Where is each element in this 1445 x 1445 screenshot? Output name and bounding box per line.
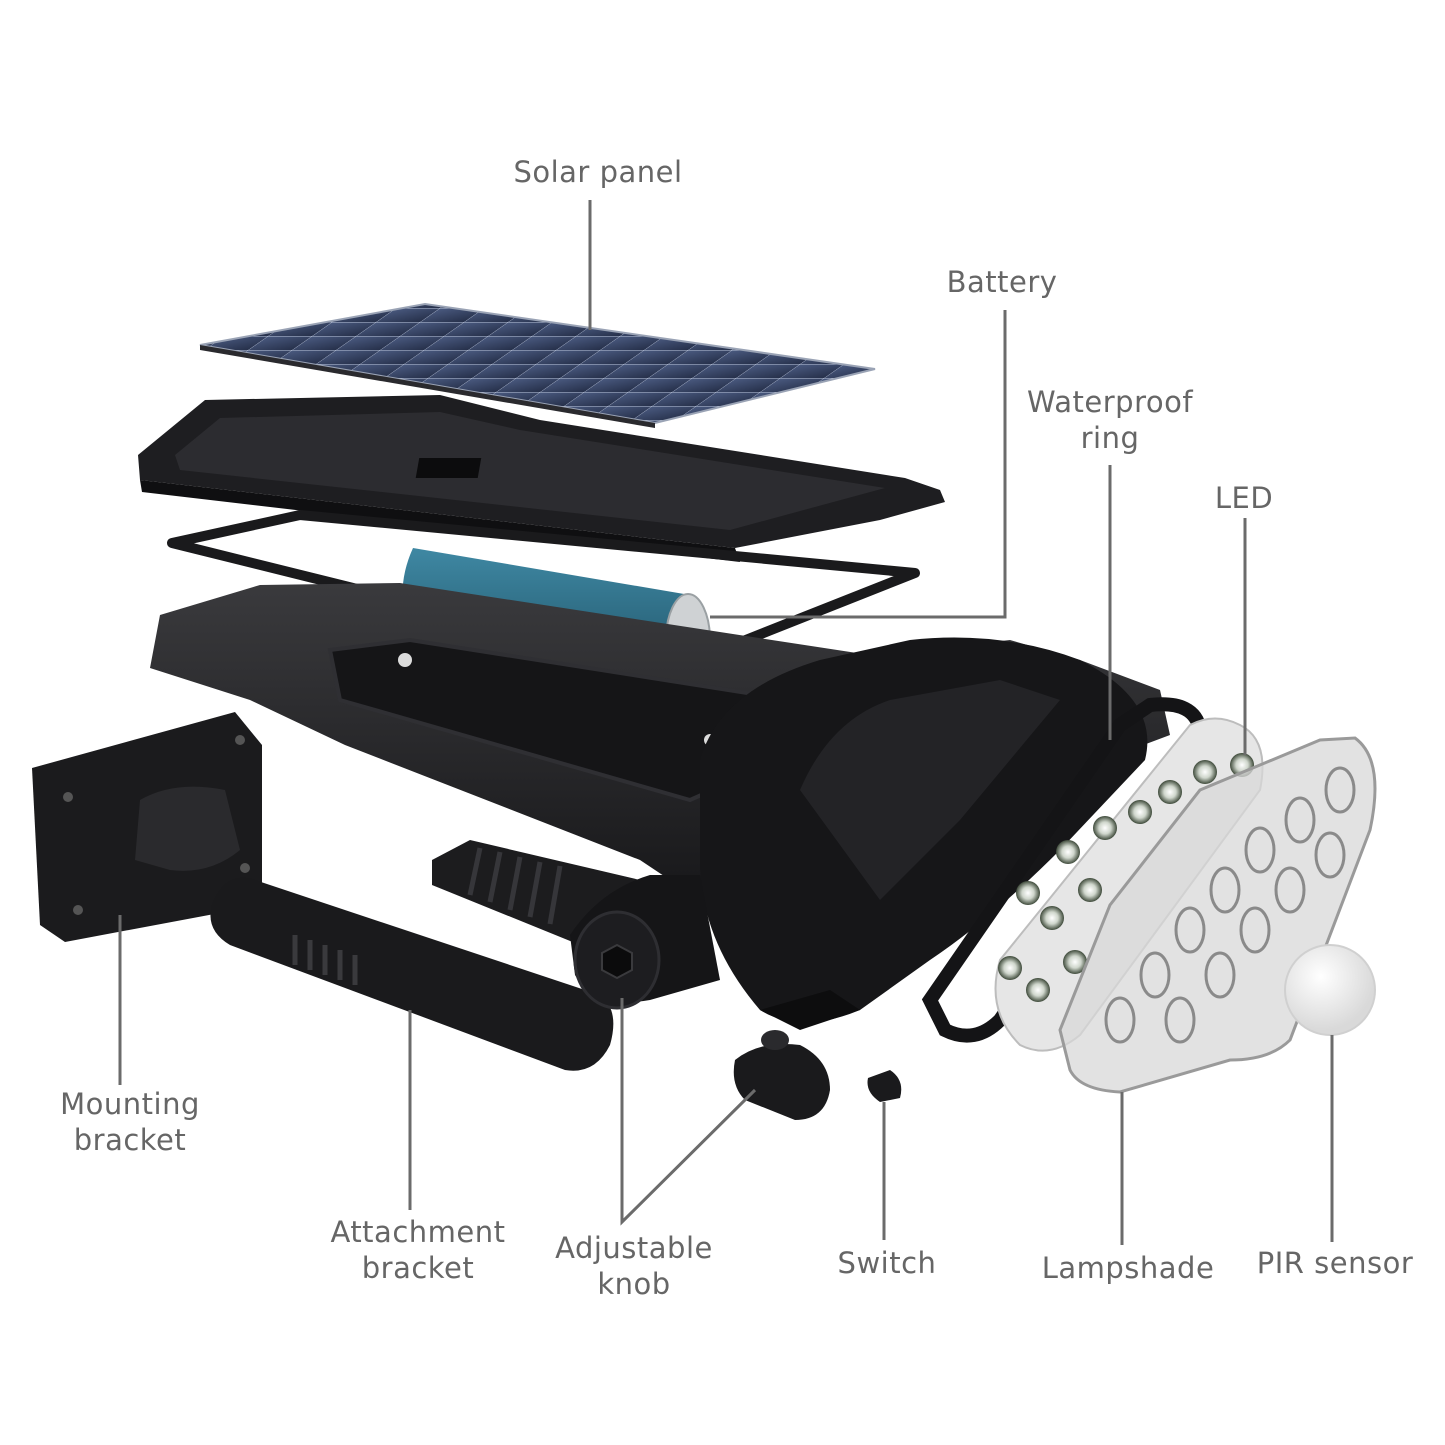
label-battery: Battery	[920, 264, 1084, 300]
label-lampshade-text: Lampshade	[1041, 1251, 1215, 1285]
switch-part	[867, 1070, 902, 1102]
label-mounting-bracket: Mounting bracket	[40, 1086, 220, 1158]
label-waterproof-ring-line2: ring	[1080, 421, 1140, 455]
label-switch-text: Switch	[837, 1246, 937, 1280]
label-attachment-bracket-line2: bracket	[361, 1251, 475, 1285]
leader-battery	[710, 310, 1007, 619]
label-adjustable-knob-line2: knob	[597, 1267, 671, 1301]
pir-sensor-dome	[1284, 944, 1376, 1036]
label-attachment-bracket: Attachment bracket	[315, 1214, 521, 1286]
label-pir-sensor-text: PIR sensor	[1256, 1246, 1414, 1280]
label-solar-panel-text: Solar panel	[513, 155, 683, 189]
lamp-head	[700, 637, 1148, 1030]
mounting-bracket-part	[32, 712, 262, 942]
threaded-rod	[432, 840, 720, 1010]
label-switch: Switch	[820, 1245, 954, 1281]
leader-adjustable-knob	[620, 998, 757, 1226]
label-adjustable-knob-line1: Adjustable	[555, 1231, 713, 1265]
label-solar-panel: Solar panel	[480, 154, 716, 190]
label-battery-text: Battery	[946, 265, 1058, 299]
waterproof-ring	[921, 697, 1208, 1043]
label-mounting-bracket-line2: bracket	[73, 1123, 187, 1157]
label-waterproof-ring-line1: Waterproof	[1026, 385, 1194, 419]
solar-panel	[199, 302, 876, 428]
label-waterproof-ring: Waterproof ring	[1010, 384, 1210, 456]
label-lampshade: Lampshade	[1030, 1250, 1226, 1286]
label-attachment-bracket-line1: Attachment	[330, 1215, 506, 1249]
top-cover	[138, 395, 945, 562]
label-adjustable-knob: Adjustable knob	[536, 1230, 732, 1302]
label-led-text: LED	[1214, 481, 1274, 515]
label-led: LED	[1192, 480, 1296, 516]
adjustable-knob-part	[733, 1030, 830, 1120]
leader-lines	[118, 200, 1334, 1245]
label-pir-sensor: PIR sensor	[1240, 1245, 1430, 1281]
attachment-bracket-part	[210, 877, 614, 1071]
label-mounting-bracket-line1: Mounting	[60, 1087, 200, 1121]
